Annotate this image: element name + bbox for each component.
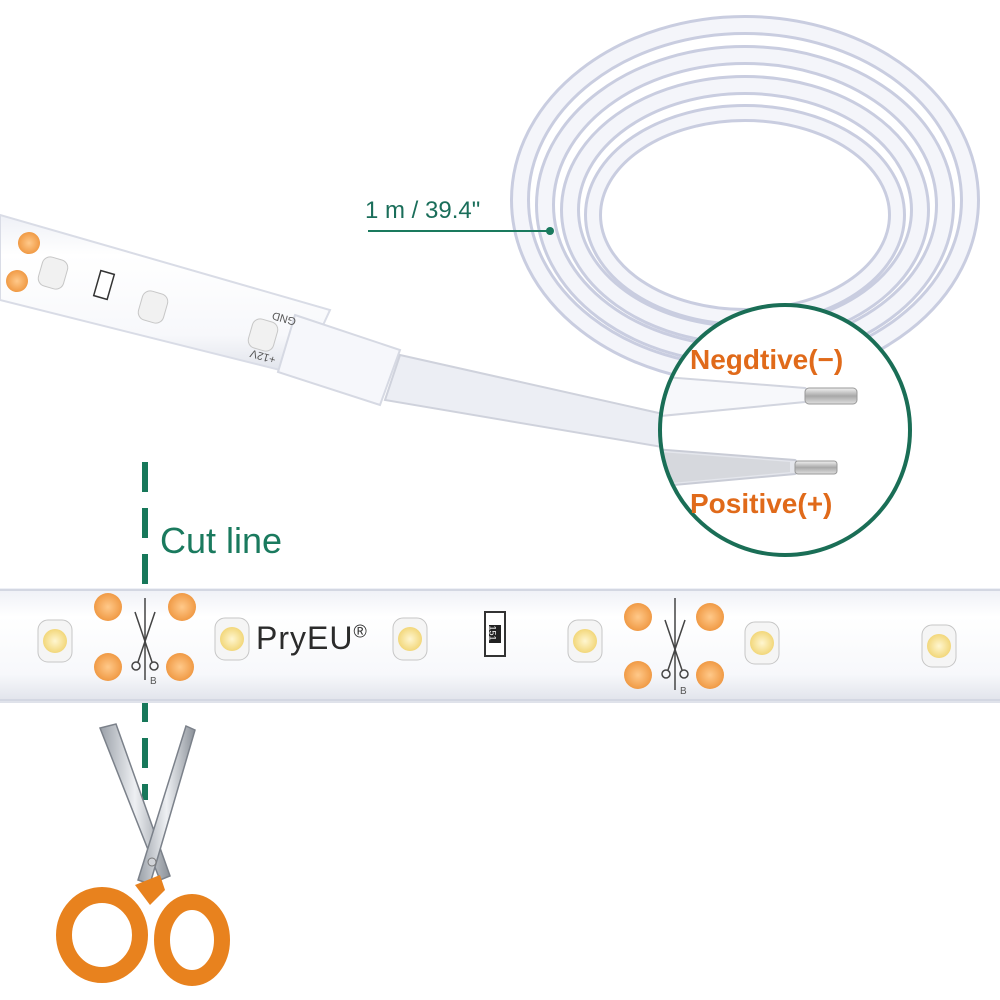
brand-registered-mark: ® (353, 621, 368, 642)
brand-name: PryEU (256, 620, 354, 656)
negative-wire-label: Negdtive(−) (690, 344, 844, 375)
wire-end-detail (658, 303, 912, 557)
resistor-code-label: 151 (487, 625, 498, 641)
pad-b-label: B (150, 676, 157, 687)
pad-b-label: B (680, 686, 687, 697)
cut-line-label: Cut line (160, 520, 283, 561)
upper-led-strip (0, 213, 692, 452)
main-led-strip (0, 588, 1000, 703)
brand-logo: PryEU® (256, 620, 368, 657)
cable-length-label: 1 m / 39.4" (365, 197, 481, 224)
cable-length-marker (368, 227, 554, 235)
scissors-cut-mark-icon (661, 598, 689, 690)
positive-wire-label: Positive(+) (690, 488, 833, 519)
scissors-cut-mark-icon (131, 598, 159, 680)
scissors-icon (56, 723, 230, 986)
